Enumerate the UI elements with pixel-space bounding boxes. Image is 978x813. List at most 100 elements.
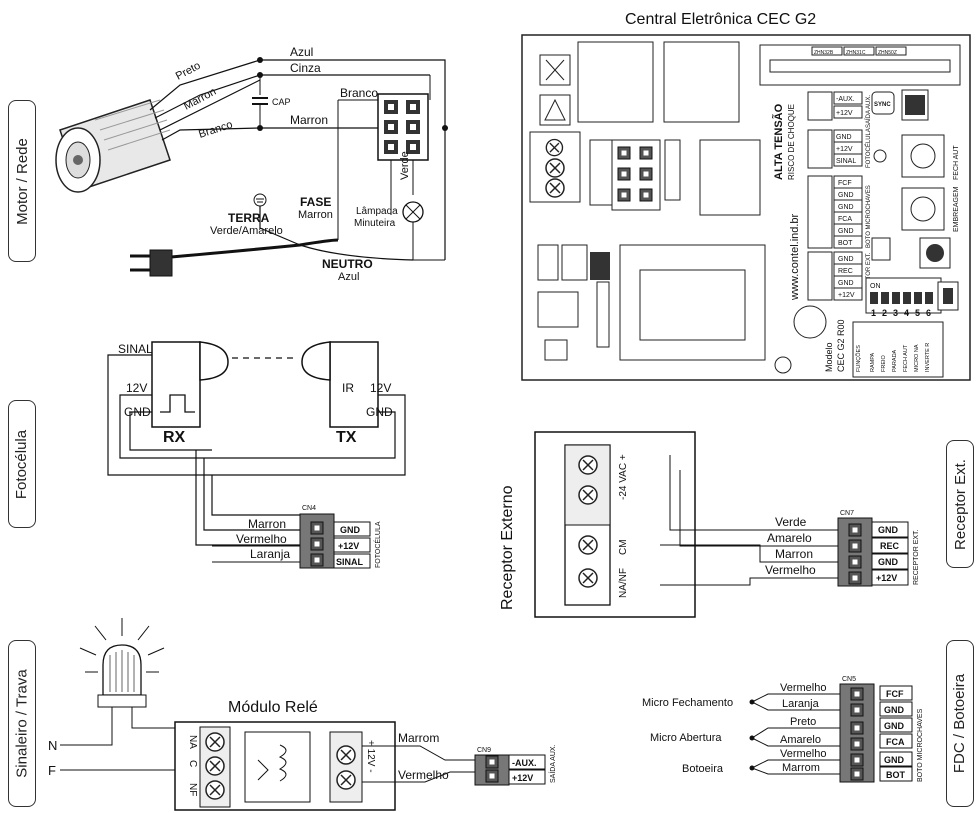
foto-cn4-label: CN4 — [302, 505, 316, 512]
receptor-cm-terminal: CM — [618, 539, 629, 555]
fdc-wire-amarelo: Amarelo — [780, 734, 821, 746]
wire-label-azul: Azul — [290, 45, 313, 59]
fdc-cn5-5: BOT — [886, 770, 906, 780]
rx-label: RX — [163, 429, 186, 446]
modelo-label: Modelo — [824, 342, 834, 372]
board-cn5-3: FCA — [838, 216, 852, 223]
receptor-nanf-terminal: NA/NF — [618, 568, 629, 598]
tx-label: TX — [336, 429, 357, 446]
cap-label: CAP — [272, 97, 291, 107]
micro-abertura-label: Micro Abertura — [650, 732, 722, 744]
n-label: N — [48, 738, 57, 753]
receptor-section: Receptor Externo -24 VAC + CM NA/NF Verd… — [499, 431, 920, 618]
dip-4: 4 — [904, 308, 909, 318]
side-label-sinaleiro-trava: Sinaleiro / Trava — [8, 640, 36, 807]
foto-cn4-gnd: GND — [340, 525, 361, 535]
foto-rx-gnd-label: GND — [124, 405, 151, 419]
fdc-cn5-side: BOTO MICROCHAVES — [917, 708, 924, 782]
funcao-4: FECH AUT — [903, 344, 909, 372]
board-cn5-4: GND — [838, 228, 854, 235]
zhn-3: ZHN50Z — [878, 50, 897, 56]
board-cn4-12v: +12V — [836, 146, 853, 153]
board-cn7-3: +12V — [838, 292, 855, 299]
board-cn4-sinal: SINAL — [836, 158, 856, 165]
relay-na: NA — [187, 735, 198, 749]
fdc-cn5-0: FCF — [886, 689, 904, 699]
verde-label: Verde — [399, 151, 411, 180]
board-cn7-2: GND — [838, 280, 854, 287]
modelo-name-label: CEC G2 R00 — [836, 319, 846, 372]
board-cn5-2: GND — [838, 204, 854, 211]
dip-2: 2 — [882, 308, 887, 318]
zhn-1: ZHN32B — [814, 50, 834, 56]
rx-device — [151, 341, 201, 428]
side-label-fdc-botoeira: FDC / Botoeira — [946, 640, 974, 807]
receptor-cn7-0: GND — [878, 525, 899, 535]
botoeira-label: Botoeira — [682, 763, 724, 775]
board-cn9-aux: -AUX. — [836, 96, 855, 103]
wire-label-marron-1: Marron — [182, 86, 218, 113]
board-cn7-0: GND — [838, 256, 854, 263]
board-cn9-12v: +12V — [836, 110, 853, 117]
wire-label-branco-1: Branco — [340, 86, 378, 100]
fdc-wire-vermelho-2: Vermelho — [780, 748, 826, 760]
funcao-5: MICRO NA — [914, 344, 920, 372]
wire-label-branco-2: Branco — [197, 119, 234, 141]
receptor-title: Receptor Externo — [499, 485, 516, 610]
board-boto-micro: BOTO MICROCHAVES — [866, 185, 872, 248]
wire-label-marron-2: Marron — [290, 113, 328, 127]
receptor-vac-terminal: -24 VAC + — [618, 454, 629, 500]
fdc-cn5-1: GND — [884, 705, 905, 715]
neutro-sub-label: Azul — [338, 271, 359, 283]
fdc-cn5-3: FCA — [886, 737, 905, 747]
fdc-cn5-4: GND — [884, 755, 905, 765]
terra-sub-label: Verde/Amarelo — [210, 225, 283, 237]
url-label: www.contel.ind.br — [789, 213, 801, 301]
fdc-wire-laranja: Laranja — [782, 698, 820, 710]
relay-nf: NF — [187, 783, 198, 796]
sinal-wire-vermelho: Vermelho — [398, 768, 449, 782]
foto-cn4-sinal: SINAL — [336, 557, 364, 567]
fdc-section: Micro Fechamento Micro Abertura Botoeira… — [642, 676, 924, 783]
receptor-cn7-side: RECEPTOR EXT. — [913, 529, 920, 585]
micro-fechamento-label: Micro Fechamento — [642, 697, 733, 709]
fdc-cn5-label: CN5 — [842, 676, 856, 683]
beacon-light-icon — [79, 618, 165, 708]
board-fotocelula: FOTOCÉLULA — [865, 128, 872, 168]
lampada-label: Lâmpada — [356, 206, 398, 217]
risco-choque-label: RISCO DE CHOQUE — [787, 104, 796, 180]
motor-section: Azul Preto Cinza Marron Branco Marron Br… — [55, 45, 448, 283]
power-plug-icon — [130, 249, 173, 277]
foto-tx-gnd-label: GND — [366, 405, 393, 419]
motor-icon — [55, 99, 171, 193]
side-label-receptor-ext: Receptor Ext. — [946, 440, 974, 568]
central-title: Central Eletrônica CEC G2 — [625, 11, 816, 28]
neutro-label: NEUTRO — [322, 257, 373, 271]
dip-3: 3 — [893, 308, 898, 318]
foto-wire-vermelho: Vermelho — [236, 532, 287, 546]
fdc-cn5-2: GND — [884, 721, 905, 731]
relay-power-label: + 12V - — [365, 740, 376, 773]
sinal-cn9-side: SAÍDA AUX. — [548, 744, 557, 783]
sinal-cn9-label: CN9 — [477, 747, 491, 754]
receptor-wire-vermelho: Vermelho — [765, 563, 816, 577]
relay-c: C — [187, 760, 198, 767]
fdc-wire-marrom: Marrom — [782, 762, 820, 774]
ir-label: IR — [342, 381, 354, 395]
terra-label: TERRA — [228, 211, 270, 225]
board-saida-aux: SAÍDA AUX. — [865, 95, 872, 128]
fdc-wire-preto: Preto — [790, 716, 816, 728]
receptor-cn7-2: GND — [878, 557, 899, 567]
sinaleiro-section: N F Módulo Relé NA C NF + 12V - Marrom V… — [48, 618, 557, 811]
dip-5: 5 — [915, 308, 920, 318]
funcao-6: INVERTE R — [925, 343, 931, 372]
fase-sub-label: Marron — [298, 209, 333, 221]
side-label-fotocelula: Fotocélula — [8, 400, 36, 528]
sinal-cn9-aux: -AUX. — [512, 758, 537, 768]
tx-device — [329, 341, 379, 428]
sinal-wire-marrom: Marrom — [398, 731, 439, 745]
receptor-wire-verde: Verde — [775, 515, 807, 529]
sinal-cn9-12v: +12V — [512, 773, 533, 783]
foto-wire-laranja: Laranja — [250, 547, 290, 561]
